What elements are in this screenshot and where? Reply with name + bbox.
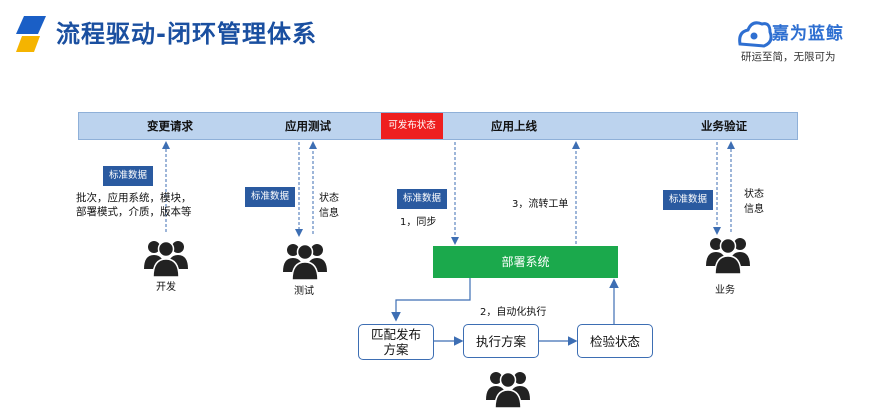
stage-app-launch: 应用上线 bbox=[491, 119, 537, 133]
auto-exec-note: 2，自动化执行 bbox=[480, 307, 547, 318]
page-title: 流程驱动-闭环管理体系 bbox=[56, 20, 317, 48]
business-status-note: 状态 信息 bbox=[744, 189, 764, 215]
operator-person-icon bbox=[486, 371, 530, 408]
work-order-note: 3，流转工单 bbox=[512, 199, 569, 210]
stage-app-test: 应用测试 bbox=[285, 119, 331, 133]
stage-change-request: 变更请求 bbox=[147, 119, 193, 133]
business-person-icon bbox=[706, 237, 750, 274]
tag-deploy-standard-data: 标准数据 bbox=[397, 189, 448, 209]
test-person-icon bbox=[283, 243, 327, 280]
dev-role-label: 开发 bbox=[156, 282, 176, 293]
tag-business-standard-data: 标准数据 bbox=[663, 190, 714, 210]
step-execute-plan: 执行方案 bbox=[463, 324, 539, 358]
dev-person-icon bbox=[144, 240, 188, 277]
tag-test-standard-data: 标准数据 bbox=[245, 187, 296, 207]
stage-releasable-status: 可发布状态 bbox=[381, 113, 443, 139]
dev-data-note: 批次，应用系统，模块，部署模式，介质，版本等 bbox=[76, 192, 192, 218]
stage-business-verify: 业务验证 bbox=[701, 119, 747, 133]
brand-slogan: 研运至简，无限可为 bbox=[741, 51, 836, 63]
business-role-label: 业务 bbox=[715, 285, 735, 296]
step-verify-status: 检验状态 bbox=[577, 324, 653, 358]
test-role-label: 测试 bbox=[294, 286, 314, 297]
sync-note: 1，同步 bbox=[400, 217, 437, 228]
test-status-note: 状态 信息 bbox=[319, 193, 339, 219]
brand-logo-icon bbox=[738, 21, 773, 48]
logo-mark-icon bbox=[16, 16, 46, 52]
brand-name: 嘉为蓝鲸 bbox=[772, 24, 844, 44]
auto-exec-arrow bbox=[391, 278, 471, 322]
step-match-plan: 匹配发布 方案 bbox=[358, 324, 434, 360]
tag-dev-standard-data: 标准数据 bbox=[103, 166, 154, 186]
deploy-system-box: 部署系统 bbox=[433, 246, 618, 278]
